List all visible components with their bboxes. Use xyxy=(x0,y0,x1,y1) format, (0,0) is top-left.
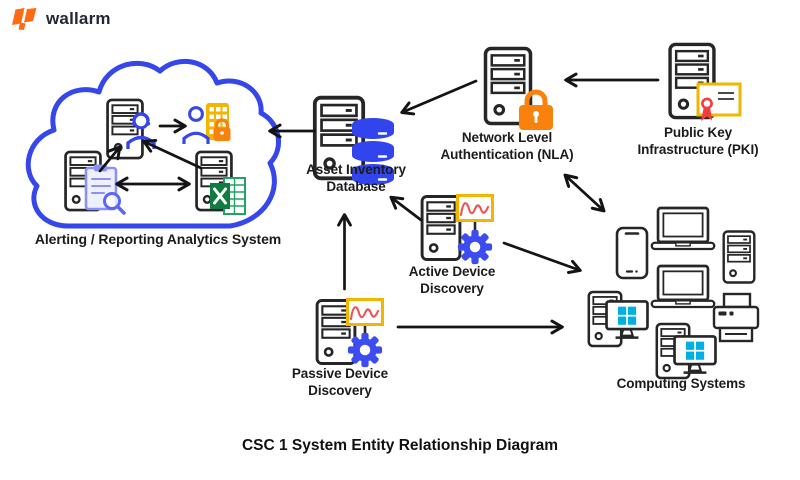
admin-server-icon xyxy=(106,98,144,160)
pki-node xyxy=(668,42,742,121)
pki-label-line1: Public Key xyxy=(663,125,733,140)
asset-db-label: Asset Inventory Database xyxy=(306,161,406,195)
computing-systems-node xyxy=(587,206,760,380)
edge-nla-to-assetdb xyxy=(400,79,478,116)
waveform-icon xyxy=(346,298,384,326)
passive-discovery-label-line2: Discovery xyxy=(308,383,372,398)
edge-nla-computing-bidirectional xyxy=(563,173,606,213)
passive-discovery-label: Passive Device Discovery xyxy=(292,365,388,399)
waveform-icon xyxy=(456,194,494,222)
passive-discovery-label-line1: Passive Device xyxy=(291,366,389,381)
nla-label: Network Level Authentication (NLA) xyxy=(441,129,574,163)
active-server-icon xyxy=(420,194,462,262)
laptop-icon xyxy=(650,206,716,251)
workstation-icon xyxy=(587,290,649,348)
edge-active-to-assetdb xyxy=(389,195,423,222)
database-icon xyxy=(352,118,394,185)
active-device-discovery-node xyxy=(420,194,494,265)
active-discovery-label-line2: Discovery xyxy=(420,281,484,296)
nla-label-line1: Network Level xyxy=(461,130,553,145)
analytics-cloud-node xyxy=(25,59,281,229)
gear-icon xyxy=(457,229,493,265)
asset-db-label-line1: Asset Inventory xyxy=(306,162,406,177)
brand-name: wallarm xyxy=(46,9,111,28)
asset-inventory-database-node xyxy=(312,95,394,185)
report-search-icon xyxy=(84,164,126,215)
workstation-icon xyxy=(655,322,717,380)
edge-excel-to-admin xyxy=(142,138,203,170)
asset-db-label-line2: Database xyxy=(326,179,386,194)
printer-icon xyxy=(712,292,760,343)
desktop-tower-icon xyxy=(722,230,756,284)
analytics-cloud-label: Alerting / Reporting Analytics System xyxy=(34,231,282,247)
certificate-icon xyxy=(696,82,742,121)
secure-user-icon xyxy=(182,103,231,144)
gear-icon xyxy=(347,332,383,368)
nla-label-line2: Authentication (NLA) xyxy=(440,147,574,162)
laptop-icon xyxy=(650,264,716,309)
diagram-edges xyxy=(268,72,660,335)
pki-label-line2: Infrastructure (PKI) xyxy=(637,142,759,157)
active-discovery-label-line1: Active Device xyxy=(408,264,496,279)
smartphone-icon xyxy=(615,226,649,280)
excel-spreadsheet-icon xyxy=(210,177,246,215)
nla-node xyxy=(483,46,553,130)
edge-report-to-admin xyxy=(98,145,122,173)
edge-active-to-computing xyxy=(502,241,582,275)
pki-label: Public Key Infrastructure (PKI) xyxy=(637,124,758,158)
diagram-title: CSC 1 System Entity Relationship Diagram xyxy=(241,437,559,454)
brand-logo: wallarm xyxy=(12,8,111,30)
wallarm-logo-icon xyxy=(12,8,37,30)
active-discovery-label: Active Device Discovery xyxy=(409,263,496,297)
computing-systems-label: Computing Systems xyxy=(616,376,746,391)
small-lock-icon xyxy=(213,118,231,141)
passive-device-discovery-node xyxy=(315,298,384,368)
lock-icon xyxy=(519,89,553,130)
